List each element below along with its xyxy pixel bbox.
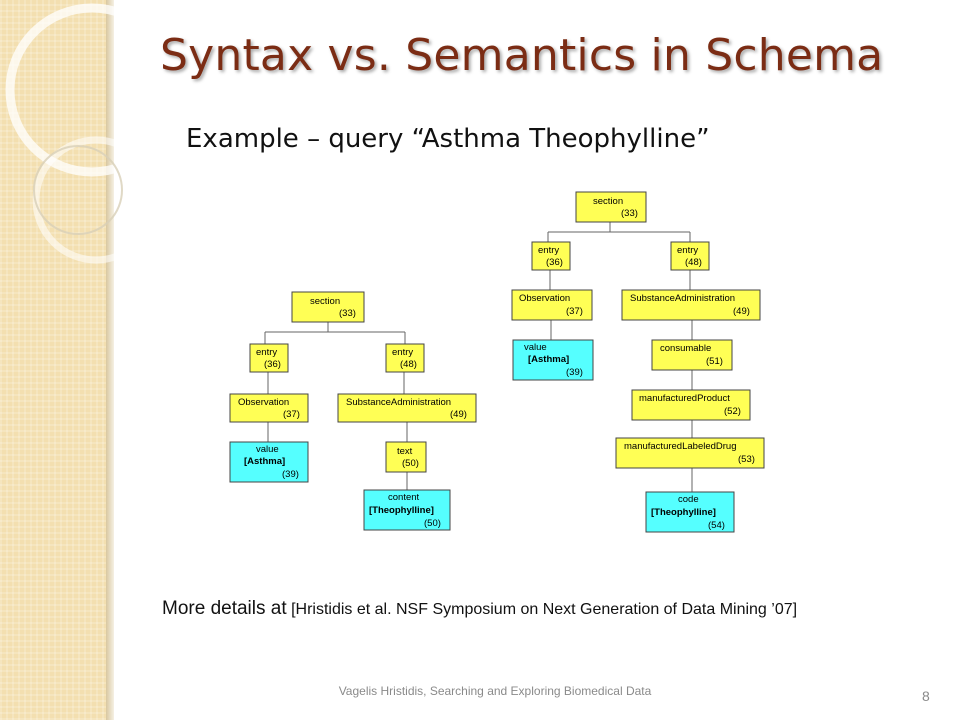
svg-text:(50): (50) xyxy=(402,458,419,469)
right-node-section: section (33) xyxy=(575,191,647,223)
slide-footer: Vagelis Hristidis, Searching and Explori… xyxy=(338,684,652,698)
left-tree-edges xyxy=(264,322,408,490)
right-node-entry-48: entry (48) xyxy=(670,241,710,271)
side-panel-edge xyxy=(106,0,114,720)
svg-text:[Asthma]: [Asthma] xyxy=(528,354,569,365)
slide-subtitle: Example – query “Asthma Theophylline” xyxy=(186,124,710,154)
svg-text:manufacturedLabeledDrug: manufacturedLabeledDrug xyxy=(624,441,737,452)
svg-text:Observation: Observation xyxy=(519,293,570,304)
right-node-value-asthma: value [Asthma] (39) xyxy=(512,339,594,381)
svg-text:consumable: consumable xyxy=(660,343,711,354)
page-number: 8 xyxy=(922,688,930,704)
svg-text:code: code xyxy=(678,494,699,505)
svg-text:section: section xyxy=(593,196,623,207)
svg-text:(53): (53) xyxy=(738,454,755,465)
left-node-entry-36: entry (36) xyxy=(249,343,289,373)
svg-text:(54): (54) xyxy=(708,520,725,531)
right-node-substance-administration: SubstanceAdministration (49) xyxy=(621,289,761,321)
svg-text:(51): (51) xyxy=(706,356,723,367)
right-node-manufactured-labeled-drug: manufacturedLabeledDrug (53) xyxy=(615,437,765,469)
left-node-entry-48: entry (48) xyxy=(385,343,425,373)
svg-text:entry: entry xyxy=(392,347,413,358)
svg-text:(39): (39) xyxy=(566,367,583,378)
svg-text:(48): (48) xyxy=(400,359,417,370)
left-node-text: text (50) xyxy=(385,441,427,473)
circle-ornament-icon xyxy=(5,3,130,264)
svg-text:(33): (33) xyxy=(621,208,638,219)
svg-text:SubstanceAdministration: SubstanceAdministration xyxy=(630,293,735,304)
svg-text:entry: entry xyxy=(677,245,698,256)
svg-text:section: section xyxy=(310,296,340,307)
left-node-observation: Observation (37) xyxy=(229,393,309,423)
right-node-code-theophylline: code [Theophylline] (54) xyxy=(645,491,735,533)
svg-text:(49): (49) xyxy=(450,409,467,420)
details-lead-text: More details at xyxy=(162,598,287,619)
svg-text:entry: entry xyxy=(256,347,277,358)
left-node-substance-administration: SubstanceAdministration (49) xyxy=(337,393,477,423)
svg-text:(36): (36) xyxy=(264,359,281,370)
svg-text:text: text xyxy=(397,446,413,457)
svg-text:(37): (37) xyxy=(566,306,583,317)
right-node-manufactured-product: manufacturedProduct (52) xyxy=(631,389,751,421)
svg-text:(36): (36) xyxy=(546,257,563,268)
left-node-content-theophylline: content [Theophylline] (50) xyxy=(363,489,451,531)
right-node-consumable: consumable (51) xyxy=(651,339,733,371)
svg-text:(39): (39) xyxy=(282,469,299,480)
right-tree-edges xyxy=(547,222,693,492)
left-node-value-asthma: value [Asthma] (39) xyxy=(229,441,309,483)
svg-text:(48): (48) xyxy=(685,257,702,268)
svg-text:(37): (37) xyxy=(283,409,300,420)
svg-text:[Theophylline]: [Theophylline] xyxy=(369,505,434,516)
right-node-observation: Observation (37) xyxy=(511,289,593,321)
svg-text:entry: entry xyxy=(538,245,559,256)
svg-text:(33): (33) xyxy=(339,308,356,319)
svg-text:manufacturedProduct: manufacturedProduct xyxy=(639,393,730,404)
svg-text:[Asthma]: [Asthma] xyxy=(244,456,285,467)
svg-text:(50): (50) xyxy=(424,518,441,529)
svg-text:content: content xyxy=(388,492,420,503)
svg-text:value: value xyxy=(524,342,547,353)
svg-text:[Theophylline]: [Theophylline] xyxy=(651,507,716,518)
details-citation: [Hristidis et al. NSF Symposium on Next … xyxy=(291,601,798,618)
svg-text:(49): (49) xyxy=(733,306,750,317)
svg-text:(52): (52) xyxy=(724,406,741,417)
left-node-section: section (33) xyxy=(291,291,365,323)
svg-text:value: value xyxy=(256,444,279,455)
right-node-entry-36: entry (36) xyxy=(531,241,571,271)
svg-text:Observation: Observation xyxy=(238,397,289,408)
details-reference: More details at [Hristidis et al. NSF Sy… xyxy=(162,596,862,623)
svg-text:SubstanceAdministration: SubstanceAdministration xyxy=(346,397,451,408)
slide-title: Syntax vs. Semantics in Schema xyxy=(160,30,884,81)
